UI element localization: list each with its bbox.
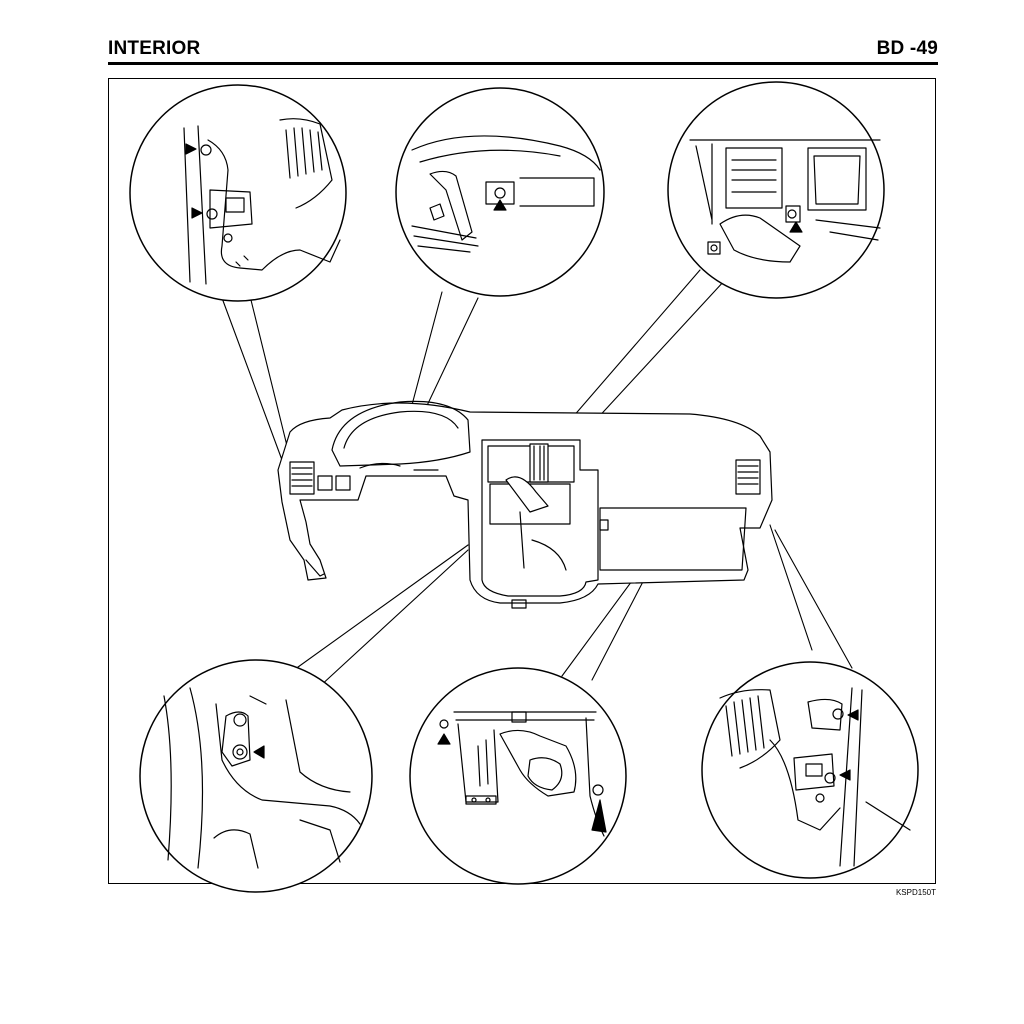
arrow-triangle-icon [185,143,197,155]
arrow-triangle-icon [789,221,803,233]
arrow-triangle-icon [493,199,507,211]
dashboard-assembly [277,400,773,609]
callout-lower-right [701,661,919,879]
arrow-triangle-icon [839,769,851,781]
callout-lower-left [139,659,373,893]
arrow-triangle-icon [437,733,451,745]
section-title: INTERIOR [108,38,201,59]
callout-upper-left [129,84,347,302]
leader-lines [221,269,853,691]
figure-code: KSPD150T [895,888,936,897]
header-rule [108,62,938,65]
arrow-triangle-icon [191,207,203,219]
arrow-triangle-icon [847,709,859,721]
callout-upper-center [395,87,605,297]
callout-lower-center [409,667,627,885]
arrow-triangle-icon [253,745,265,759]
page-number: BD -49 [876,38,938,59]
callout-upper-right [667,81,885,299]
